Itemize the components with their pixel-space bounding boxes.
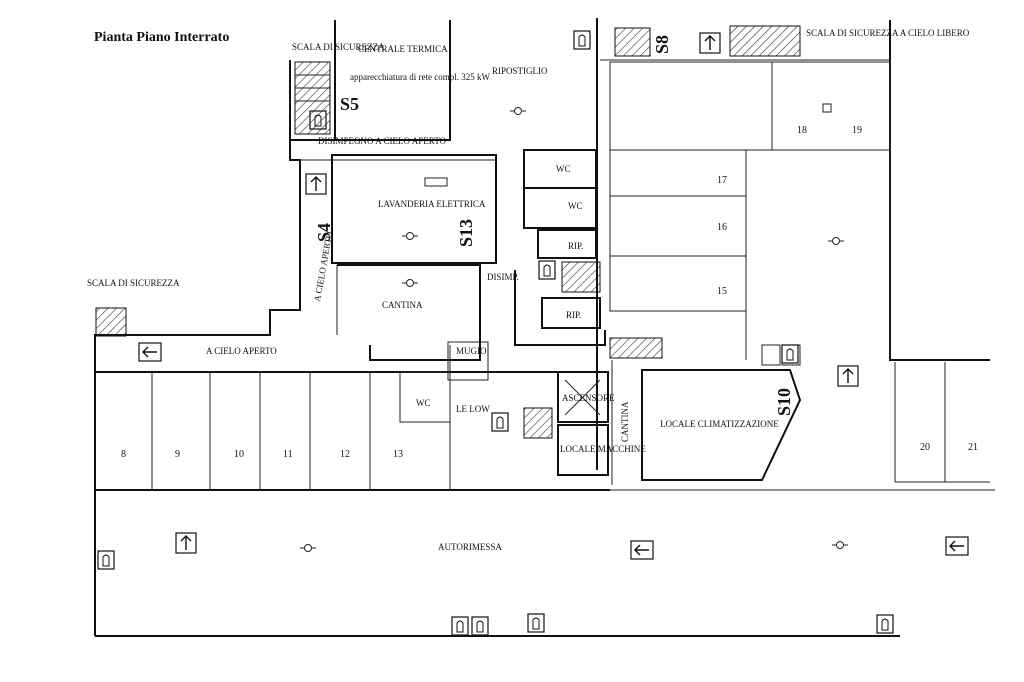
label-scala-top: SCALA DI SICUREZZA	[292, 42, 385, 52]
upper-left-block	[289, 20, 451, 141]
label-le-low: LE LOW	[456, 404, 490, 414]
unit-16: 16	[717, 222, 727, 233]
label-a-cielo-aperto: A CIELO APERTO	[206, 346, 277, 356]
label-wc2: WC	[568, 201, 583, 211]
box-9: 9	[175, 449, 180, 460]
unit-15: 15	[717, 286, 727, 297]
stair-code-s13: S13	[456, 219, 476, 247]
extinguisher-icon	[573, 30, 591, 50]
unit-18: 18	[797, 125, 807, 136]
elevator-block	[523, 337, 663, 485]
label-disimpegno: DISIMPEGNO A CIELO APERTO	[318, 136, 447, 146]
extinguisher-icon	[491, 412, 509, 432]
label-disimp: DISIMP.	[487, 272, 519, 282]
label-cantina: CANTINA	[382, 300, 423, 310]
plan-title: Pianta Piano Interrato	[94, 30, 229, 45]
extinguisher-icon	[876, 614, 894, 634]
label-scala-left: SCALA DI SICUREZZA	[87, 278, 180, 288]
box-11: 11	[283, 449, 293, 460]
unit-20: 20	[920, 442, 930, 453]
label-scala-top-right: SCALA DI SICUREZZA A CIELO LIBERO	[806, 28, 970, 38]
right-storage-rooms	[609, 61, 891, 360]
box-13: 13	[393, 449, 403, 460]
autorimessa-hall	[94, 489, 995, 637]
unit-21: 21	[968, 442, 978, 453]
stair-code-s4: S4	[314, 223, 334, 242]
arrow-up-icon	[837, 365, 859, 387]
extinguisher-icon	[781, 344, 799, 364]
label-centrale-termica: CENTRALE TERMICA	[358, 44, 448, 54]
label-ripostiglio: RIPOSTIGLIO	[492, 66, 548, 76]
label-mugio: MUGIO	[456, 346, 487, 356]
services-block	[514, 149, 606, 346]
label-rip2: RIP.	[566, 310, 581, 320]
right-units	[894, 362, 990, 483]
extinguisher-icon	[527, 613, 545, 633]
box-12: 12	[340, 449, 350, 460]
arrow-up-icon	[699, 32, 721, 54]
arrow-up-icon	[175, 532, 197, 554]
label-wc1: WC	[556, 164, 571, 174]
label-lavanderia: LAVANDERIA ELETTRICA	[378, 199, 486, 209]
arrow-left-icon	[945, 536, 969, 556]
extinguisher-icon	[471, 616, 489, 636]
stair-code-s10: S10	[774, 388, 794, 416]
unit-17: 17	[717, 175, 727, 186]
label-centrale-note: apparecchiatura di rete compl. 325 kW	[350, 72, 490, 82]
arrow-up-icon	[305, 173, 327, 195]
label-locale-macchine: LOCALE MACCHINE	[560, 444, 646, 454]
arrow-left-icon	[138, 342, 162, 362]
label-autorimessa: AUTORIMESSA	[438, 542, 502, 552]
extinguisher-icon	[538, 260, 556, 280]
label-cantina-vertical: CANTINA	[620, 401, 630, 442]
box-10: 10	[234, 449, 244, 460]
stair-code-s8: S8	[652, 35, 672, 54]
extinguisher-icon	[97, 550, 115, 570]
stair-code-s5: S5	[340, 94, 359, 114]
disimpegno-corridor	[94, 140, 495, 370]
label-locale-climatizzazione: LOCALE CLIMATIZZAZIONE	[660, 419, 779, 429]
extinguisher-icon	[451, 616, 469, 636]
lavanderia-room	[331, 154, 497, 264]
label-rip1: RIP.	[568, 241, 583, 251]
unit-19: 19	[852, 125, 862, 136]
arrow-left-icon	[630, 540, 654, 560]
box-8: 8	[121, 449, 126, 460]
label-wc3: WC	[416, 398, 431, 408]
cantina-room	[336, 264, 481, 361]
label-ascensore: ASCENSORE	[562, 393, 615, 403]
